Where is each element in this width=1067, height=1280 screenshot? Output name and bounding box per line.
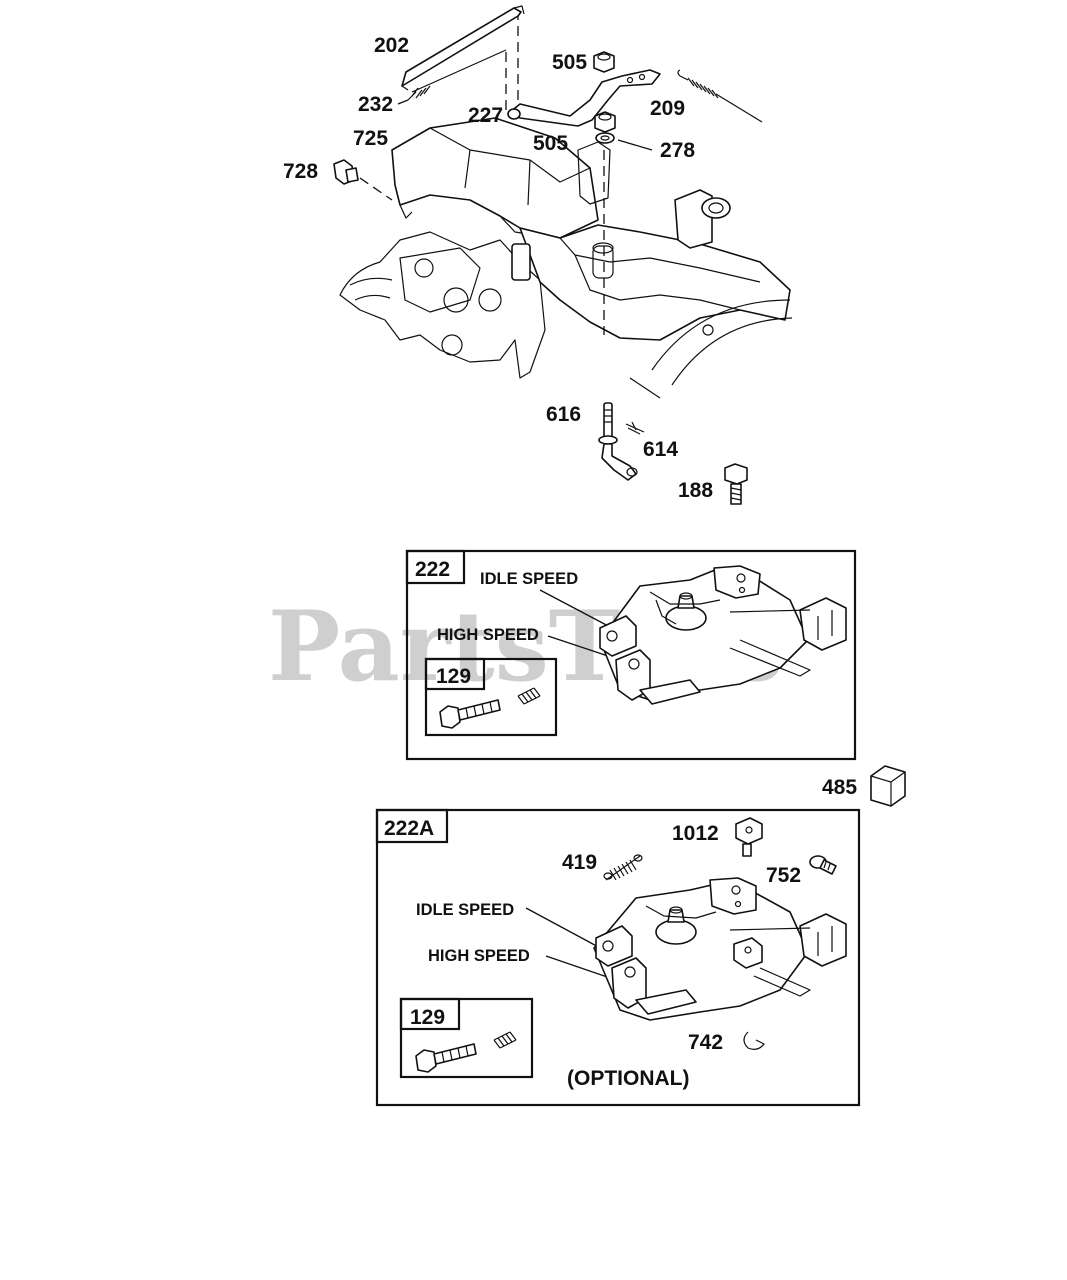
callout-202: 202	[374, 34, 409, 57]
callout-752: 752	[766, 864, 801, 887]
kit-spring-222a	[493, 1031, 517, 1049]
kit-screw-222a	[415, 1043, 477, 1073]
governor-spring-232	[407, 49, 507, 101]
panel-222-kit-label: 129	[436, 665, 471, 688]
governor-shaft-616	[598, 402, 638, 481]
callout-278: 278	[660, 139, 695, 162]
hitch-pin-614	[625, 421, 645, 435]
panel-222-idle-speed: IDLE SPEED	[480, 570, 578, 588]
control-bracket-222	[599, 565, 847, 705]
panel-222a-idle-speed: IDLE SPEED	[416, 901, 514, 919]
callout-505-upper: 505	[552, 51, 587, 74]
spring-419	[603, 854, 643, 881]
governor-link-202	[401, 5, 525, 91]
callout-419: 419	[562, 851, 597, 874]
callout-728: 728	[283, 160, 318, 183]
nut-505-lower	[594, 111, 616, 133]
panel-222a-kit-label: 129	[410, 1006, 445, 1029]
callout-725: 725	[353, 127, 388, 150]
panel-222a: 222A 1012 419 752 742 IDLE SPEED HIGH SP…	[375, 808, 861, 1107]
callout-616: 616	[546, 403, 581, 426]
spring-209	[677, 69, 763, 123]
callout-485: 485	[822, 776, 857, 799]
callout-209: 209	[650, 97, 685, 120]
callout-1012: 1012	[672, 822, 719, 845]
callout-614: 614	[643, 438, 678, 461]
kit-spring-222	[517, 687, 541, 705]
callout-227: 227	[468, 104, 503, 127]
bolt-188	[724, 463, 748, 505]
panel-222a-label: 222A	[384, 817, 434, 840]
part-1012	[735, 817, 763, 857]
panel-222-label: 222	[415, 558, 450, 581]
engine-block-illustration	[339, 117, 793, 399]
governor-lever-227	[507, 69, 661, 127]
callout-505-lower: 505	[533, 132, 568, 155]
optional-note: (OPTIONAL)	[567, 1067, 689, 1090]
callouts-upper: 202 232 725 728 227 505 505 209 278 616 …	[283, 34, 857, 799]
screw-728	[333, 159, 359, 185]
clip-742	[743, 1031, 765, 1050]
callout-232: 232	[358, 93, 393, 116]
control-bracket-222a	[593, 877, 847, 1021]
nut-505-upper	[593, 51, 615, 73]
panel-222: 222 IDLE SPEED HIGH SPEED	[405, 549, 857, 761]
screw-752	[809, 855, 837, 875]
washer-278	[595, 132, 615, 144]
callout-188: 188	[678, 479, 713, 502]
callout-742: 742	[688, 1031, 723, 1054]
panel-222-high-speed: HIGH SPEED	[437, 626, 539, 644]
part-485	[870, 765, 906, 807]
panel-222a-high-speed: HIGH SPEED	[428, 947, 530, 965]
kit-screw-222	[439, 699, 501, 729]
